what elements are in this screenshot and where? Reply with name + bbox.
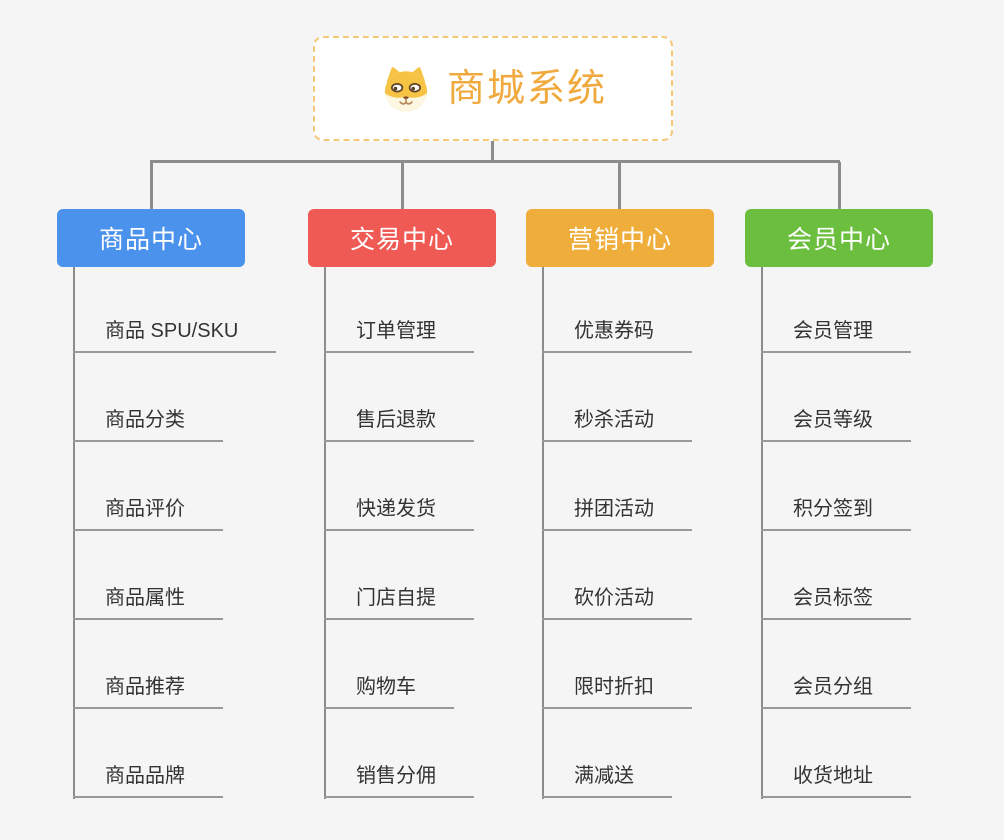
- root-title: 商城系统: [446, 67, 607, 110]
- leaf-item[interactable]: 收货地址: [761, 763, 911, 798]
- connector-drop-members: [838, 162, 841, 209]
- branch-trunk-trade: [324, 267, 326, 799]
- leaf-item[interactable]: 商品品牌: [73, 763, 223, 798]
- leaf-item[interactable]: 商品推荐: [73, 674, 223, 709]
- branch-trunk-members: [761, 267, 763, 799]
- leaf-item[interactable]: 会员等级: [761, 407, 911, 442]
- leaf-item[interactable]: 满减送: [542, 763, 672, 798]
- leaf-item[interactable]: 商品评价: [73, 496, 223, 531]
- branch-trunk-products: [73, 267, 75, 799]
- leaf-item[interactable]: 订单管理: [324, 318, 474, 353]
- branch-header-trade[interactable]: 交易中心: [308, 209, 496, 267]
- connector-root-stub: [491, 141, 494, 162]
- leaf-item[interactable]: 商品 SPU/SKU: [73, 318, 277, 353]
- leaf-item[interactable]: 会员标签: [761, 585, 911, 620]
- leaf-item[interactable]: 售后退款: [324, 407, 474, 442]
- connector-drop-trade: [401, 162, 404, 209]
- leaf-item[interactable]: 销售分佣: [324, 763, 474, 798]
- connector-horizontal-bar: [150, 160, 840, 163]
- leaf-item[interactable]: 商品分类: [73, 407, 223, 442]
- leaf-item[interactable]: 优惠券码: [542, 318, 692, 353]
- leaf-item[interactable]: 快递发货: [324, 496, 474, 531]
- connector-drop-marketing: [618, 162, 621, 209]
- connector-drop-products: [150, 162, 153, 209]
- branch-header-marketing[interactable]: 营销中心: [526, 209, 714, 267]
- leaf-item[interactable]: 购物车: [324, 674, 454, 709]
- leaf-item[interactable]: 拼团活动: [542, 496, 692, 531]
- branch-header-products[interactable]: 商品中心: [57, 209, 245, 267]
- leaf-item[interactable]: 秒杀活动: [542, 407, 692, 442]
- branch-header-members[interactable]: 会员中心: [745, 209, 933, 267]
- leaf-item[interactable]: 砍价活动: [542, 585, 692, 620]
- leaf-item[interactable]: 商品属性: [73, 585, 223, 620]
- dog-face-icon: [379, 65, 433, 113]
- root-node[interactable]: 商城系统: [313, 36, 673, 141]
- leaf-item[interactable]: 会员管理: [761, 318, 911, 353]
- leaf-item[interactable]: 会员分组: [761, 674, 911, 709]
- branch-trunk-marketing: [542, 267, 544, 799]
- leaf-item[interactable]: 限时折扣: [542, 674, 692, 709]
- leaf-item[interactable]: 门店自提: [324, 585, 474, 620]
- leaf-item[interactable]: 积分签到: [761, 496, 911, 531]
